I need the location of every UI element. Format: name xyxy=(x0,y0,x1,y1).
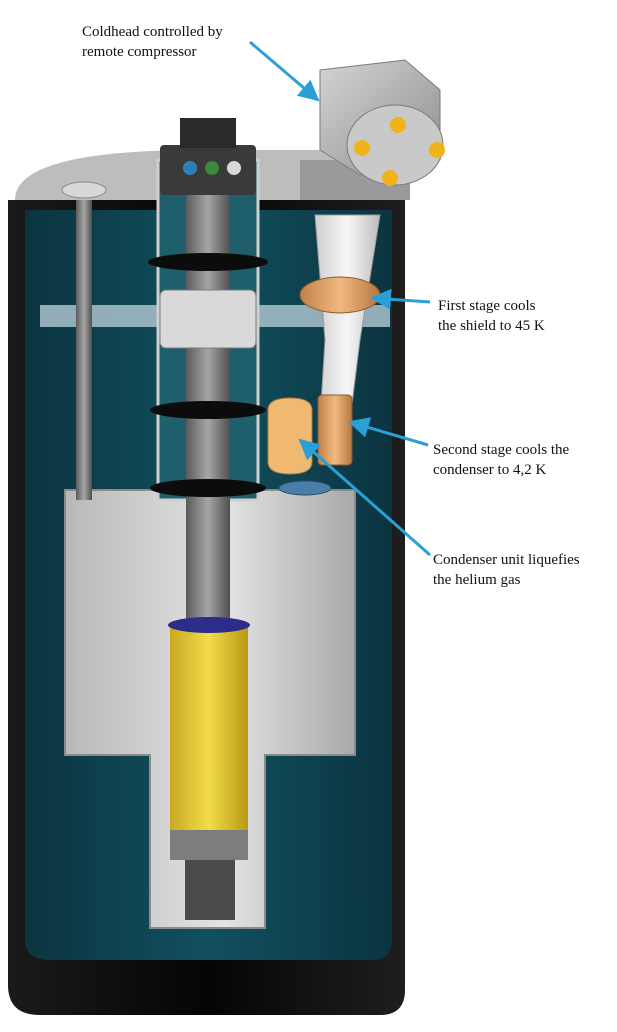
second-stage-label-line-1: Second stage cools the xyxy=(433,442,570,458)
second-stage-label: Second stage cools the condenser to 4,2 … xyxy=(433,440,569,480)
first-stage-flange xyxy=(299,276,381,314)
condenser-unit xyxy=(267,397,313,475)
condenser-label-line-2: the helium gas xyxy=(433,572,521,588)
coldhead-label-line-2: remote compressor xyxy=(82,44,197,60)
coldhead xyxy=(300,59,445,200)
coldhead-label-line-1: Coldhead controlled by xyxy=(82,24,223,40)
magnet-coil xyxy=(170,625,248,850)
vent-tube xyxy=(76,200,92,500)
condenser-label: Condenser unit liquefies the helium gas xyxy=(433,550,580,590)
condenser-arrow xyxy=(298,438,431,557)
condenser-label-line-1: Condenser unit liquefies xyxy=(433,552,580,568)
first-stage-arrow xyxy=(369,288,431,310)
second-stage-block xyxy=(317,394,353,466)
second-stage-label-line-2: condenser to 4,2 K xyxy=(433,462,547,478)
first-stage-label-line-1: First stage cools xyxy=(438,298,536,314)
second-stage-arrow xyxy=(347,417,429,447)
coldhead-label: Coldhead controlled by remote compressor xyxy=(82,22,223,62)
first-stage-label: First stage cools the shield to 45 K xyxy=(438,296,545,336)
probe xyxy=(185,860,235,920)
first-stage-label-line-2: the shield to 45 K xyxy=(438,318,545,334)
coldhead-arrow xyxy=(249,40,320,102)
magnet-base xyxy=(170,830,248,860)
shield-block xyxy=(159,289,257,349)
